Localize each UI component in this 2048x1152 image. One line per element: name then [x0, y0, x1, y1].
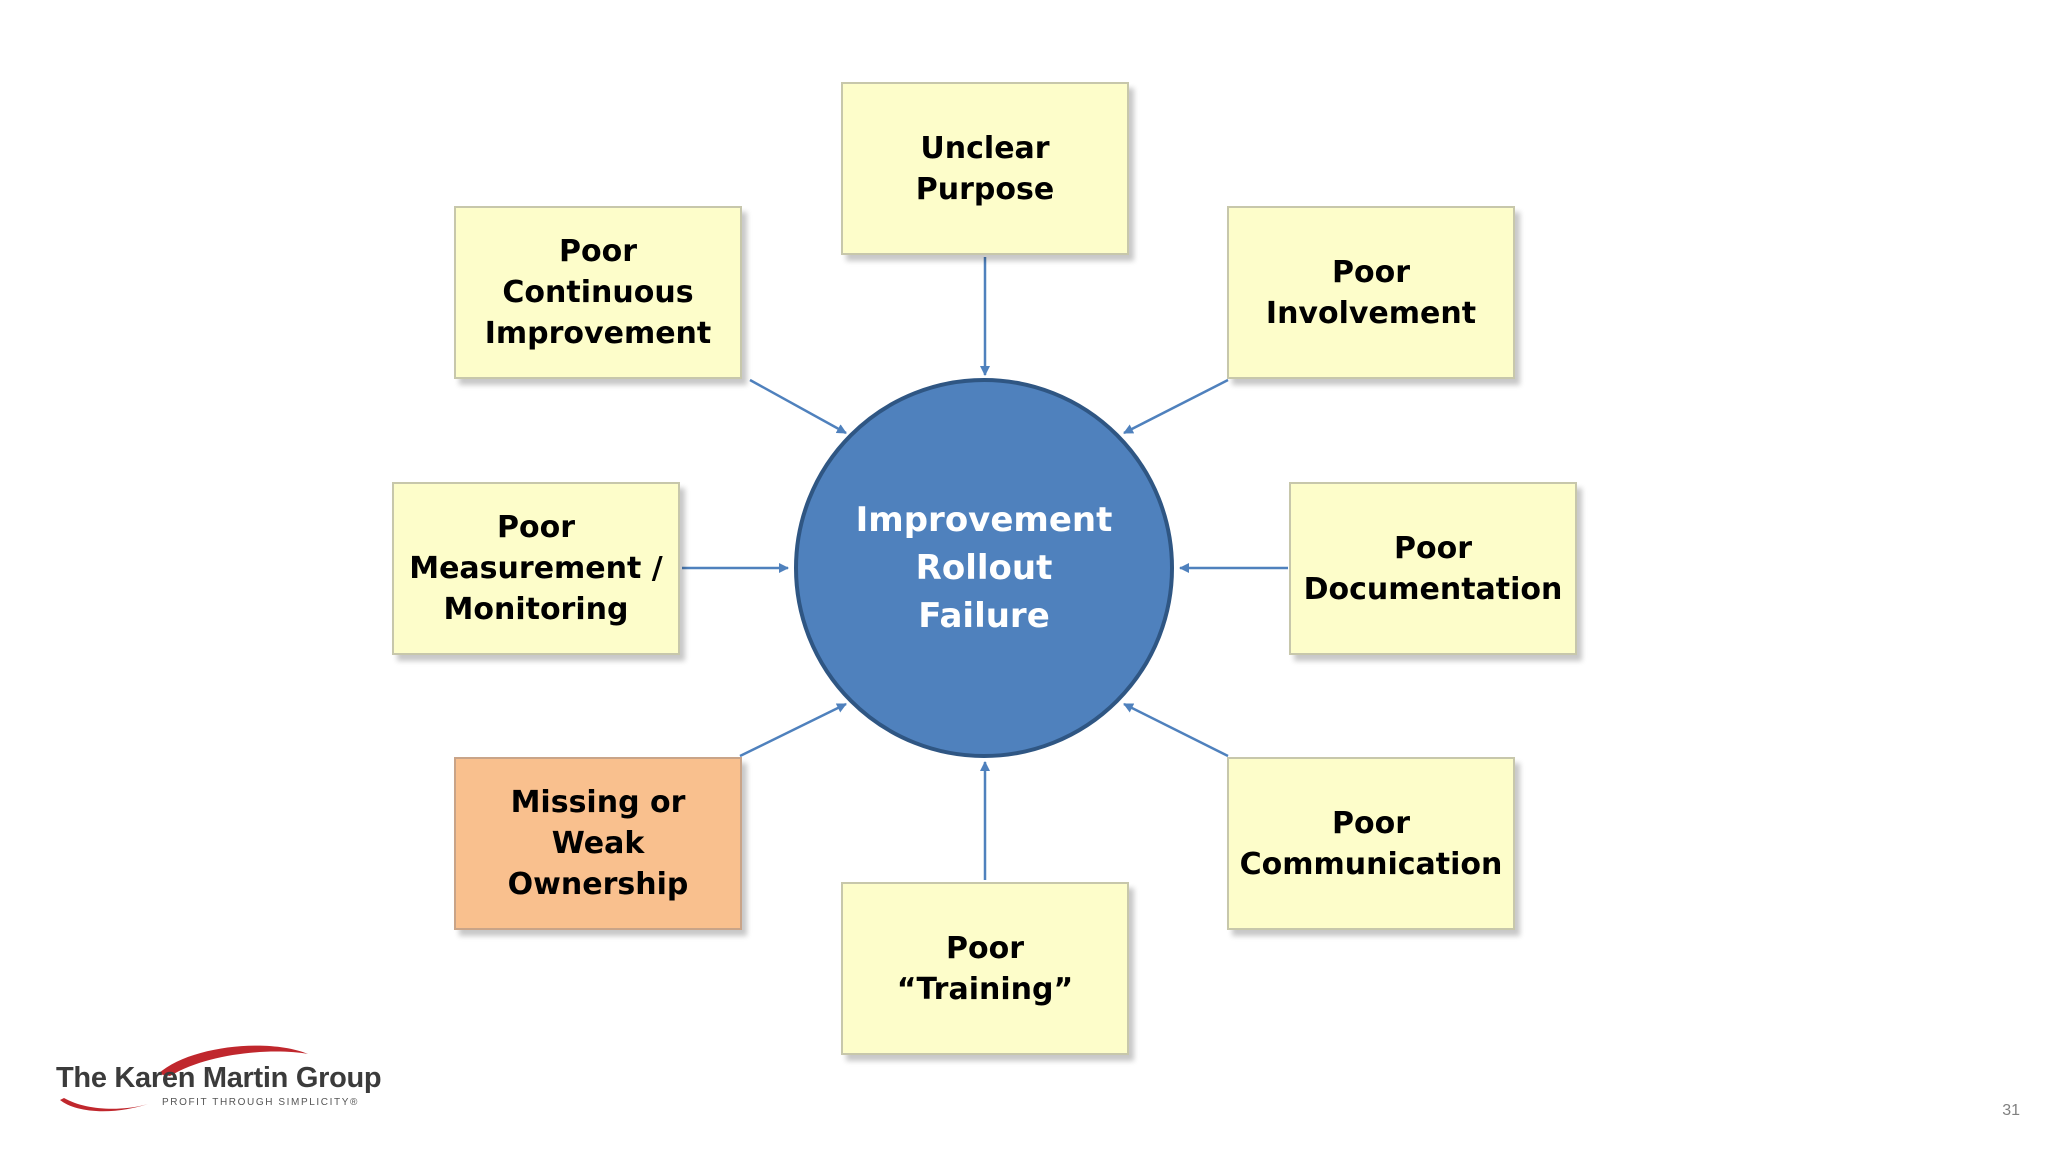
logo-name: The Karen Martin Group [56, 1062, 382, 1094]
company-logo: The Karen Martin Group PROFIT THROUGH SI… [50, 1040, 400, 1120]
cause-box-poor-training[interactable]: Poor “Training” [841, 882, 1129, 1055]
cause-label: Poor Continuous Improvement [484, 234, 712, 351]
cause-box-poor-measurement-monitoring[interactable]: Poor Measurement / Monitoring [392, 482, 680, 655]
cause-box-poor-communication[interactable]: Poor Communication [1227, 757, 1515, 930]
cause-label: Poor “Training” [896, 930, 1074, 1007]
cause-label: Poor Documentation [1303, 530, 1563, 607]
central-problem-circle[interactable]: Improvement Rollout Failure [794, 378, 1174, 758]
logo-tagline: PROFIT THROUGH SIMPLICITY® [162, 1097, 359, 1108]
cause-box-poor-continuous-improvement[interactable]: Poor Continuous Improvement [454, 206, 742, 379]
cause-box-missing-or-weak-ownership[interactable]: Missing or Weak Ownership [454, 757, 742, 930]
cause-label: Poor Involvement [1265, 254, 1477, 331]
logo-swoosh-icon [60, 1045, 308, 1112]
central-problem-label: Improvement Rollout Failure [855, 500, 1113, 636]
cause-label: Missing or Weak Ownership [507, 785, 689, 902]
cause-label: Poor Measurement / Monitoring [409, 510, 663, 627]
page-number: 31 [2002, 1102, 2020, 1119]
cause-box-poor-involvement[interactable]: Poor Involvement [1227, 206, 1515, 379]
arrow-poor-communication [1123, 702, 1229, 758]
arrow-poor-continuous-improvement [749, 378, 847, 435]
cause-box-poor-documentation[interactable]: Poor Documentation [1289, 482, 1577, 655]
cause-box-unclear-purpose[interactable]: Unclear Purpose [841, 82, 1129, 255]
arrow-poor-involvement [1123, 378, 1229, 435]
cause-label: Poor Communication [1239, 805, 1503, 882]
cause-label: Unclear Purpose [915, 130, 1055, 207]
arrow-missing-or-weak-ownership [739, 702, 847, 758]
